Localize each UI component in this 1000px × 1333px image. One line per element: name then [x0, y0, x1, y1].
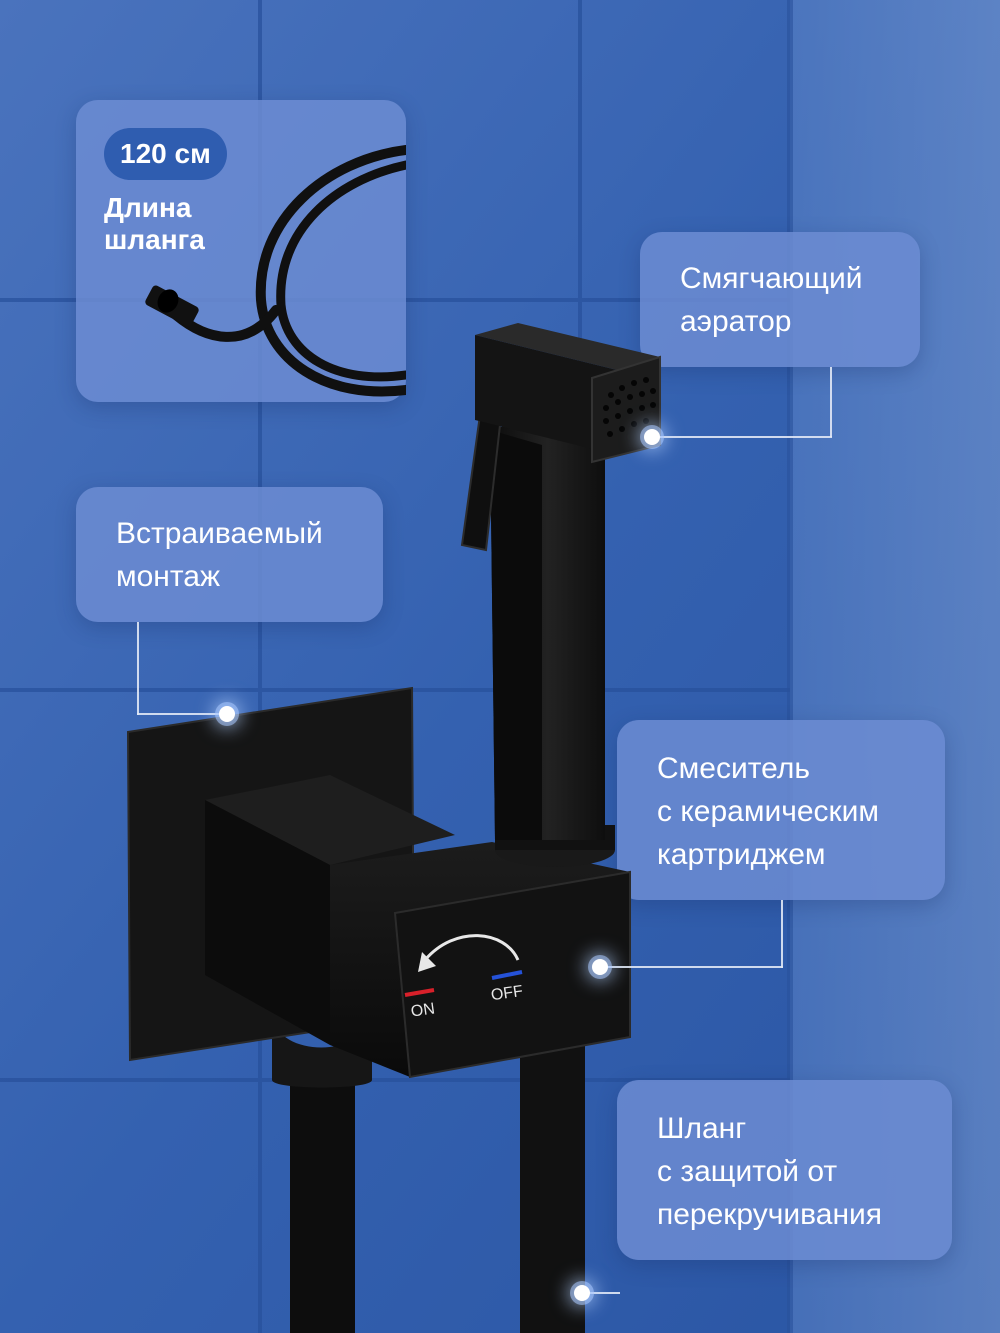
mount-pointer-dot [219, 706, 235, 722]
mount-callout-text: Встраиваемый монтаж [116, 517, 323, 593]
mount-connector-line-h [137, 713, 227, 715]
mount-connector-line [137, 622, 139, 715]
mixer-connector-line [781, 900, 783, 968]
hose-callout: Шланг с защитой от перекручивания [617, 1080, 952, 1260]
mixer-pointer-dot [592, 959, 608, 975]
mixer-connector-line-h [600, 966, 783, 968]
aerator-callout-text: Смягчающий аэратор [680, 262, 863, 338]
mixer-callout-text: Смеситель с керамическим картриджем [657, 752, 880, 871]
hose-pointer-dot [574, 1285, 590, 1301]
hose-callout-text: Шланг с защитой от перекручивания [657, 1112, 883, 1231]
hose-length-badge: 120 см [104, 128, 227, 180]
hose-length-label: Длина шланга [104, 192, 205, 255]
mixer-callout: Смеситель с керамическим картриджем [617, 720, 945, 900]
aerator-connector-line-h [652, 436, 832, 438]
coiled-hose-image [145, 145, 406, 397]
aerator-callout: Смягчающий аэратор [640, 232, 920, 367]
hose-length-card: 120 см Длина шланга [76, 100, 406, 402]
aerator-connector-line [830, 367, 832, 437]
on-label: ON [409, 1000, 436, 1021]
hose-connector-line [582, 1292, 620, 1294]
mount-callout: Встраиваемый монтаж [76, 487, 383, 622]
aerator-pointer-dot [644, 429, 660, 445]
